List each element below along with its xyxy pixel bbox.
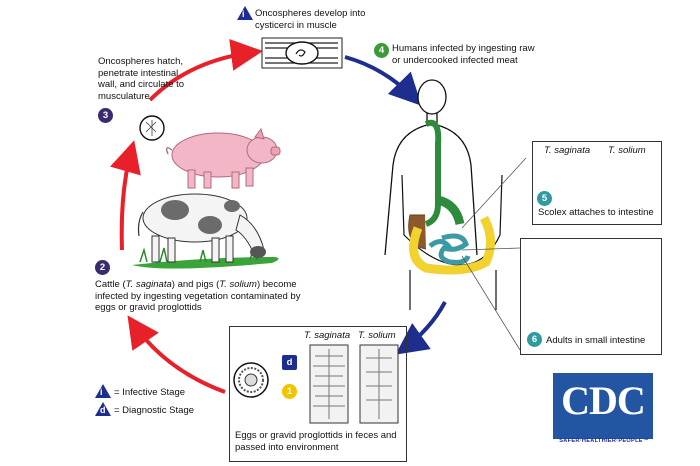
- stage-cysticerci-text: Oncospheres develop into cysticerci in m…: [255, 8, 366, 31]
- human-body-icon: [384, 79, 503, 310]
- legend-infective-icon: i: [95, 384, 111, 398]
- stage-4-text: Humans infected by ingesting raw or unde…: [392, 43, 535, 66]
- proglottid-solium-label: T. solium: [358, 330, 396, 341]
- stage-1-text: Eggs or gravid proglottids in feces and …: [235, 430, 397, 453]
- stage-6-text: Adults in small intestine: [546, 335, 646, 346]
- stage-4-badge: 4: [374, 43, 389, 58]
- stage-2-text: Cattle (T. saginata) and pigs (T. solium…: [95, 279, 301, 313]
- arrow-cattle-to-hatch: [110, 140, 141, 251]
- legend-diagnostic-text: = Diagnostic Stage: [114, 405, 195, 416]
- cysticercus-muscle-icon: [261, 37, 343, 69]
- pig-icon: [165, 127, 281, 189]
- cow-icon: [132, 193, 279, 269]
- legend-infective-text: = Infective Stage: [114, 387, 186, 398]
- pointer-line-6: [461, 247, 521, 251]
- scolex-saginata-label: T. saginata: [544, 145, 591, 156]
- pointer-line-5: [461, 157, 527, 229]
- stage-6-badge: 6: [527, 332, 542, 347]
- stage-3-badge: 3: [98, 108, 113, 123]
- cdc-logo: CDC: [553, 373, 653, 439]
- scolex-solium-label: T. solium: [608, 145, 646, 156]
- stage-1-box: [229, 326, 407, 462]
- stage-5-badge: 5: [537, 191, 552, 206]
- egg-icon: [233, 362, 269, 398]
- stage-5-box: [532, 141, 662, 225]
- stage-5-text: Scolex attaches to intestine: [538, 207, 654, 218]
- arrow-human-to-feces: [395, 301, 447, 355]
- infective-stage-icon: i: [237, 6, 253, 20]
- stage-6-box: [520, 238, 662, 355]
- cdc-logo-word: CDC: [561, 378, 646, 423]
- stage-1-badge: 1: [282, 384, 297, 399]
- diagnostic-stage-icon: d: [282, 355, 297, 370]
- arrow-env-to-cattle: [127, 315, 226, 394]
- oncosphere-icon: [139, 115, 165, 141]
- arrow-muscle-to-human: [344, 55, 422, 106]
- proglottid-saginata-label: T. saginata: [304, 330, 351, 341]
- proglottid-saginata-icon: [309, 344, 349, 424]
- legend-diagnostic-icon: d: [95, 402, 111, 416]
- arrow-hatch-to-muscle: [148, 39, 263, 102]
- stage-3-text: Oncospheres hatch, penetrate intestinal …: [98, 56, 185, 102]
- proglottid-solium-icon: [359, 344, 399, 424]
- cdc-tagline: SAFER·HEALTHIER·PEOPLE™: [559, 438, 649, 444]
- stage-2-badge: 2: [95, 260, 110, 275]
- pointer-line-6b: [461, 255, 521, 351]
